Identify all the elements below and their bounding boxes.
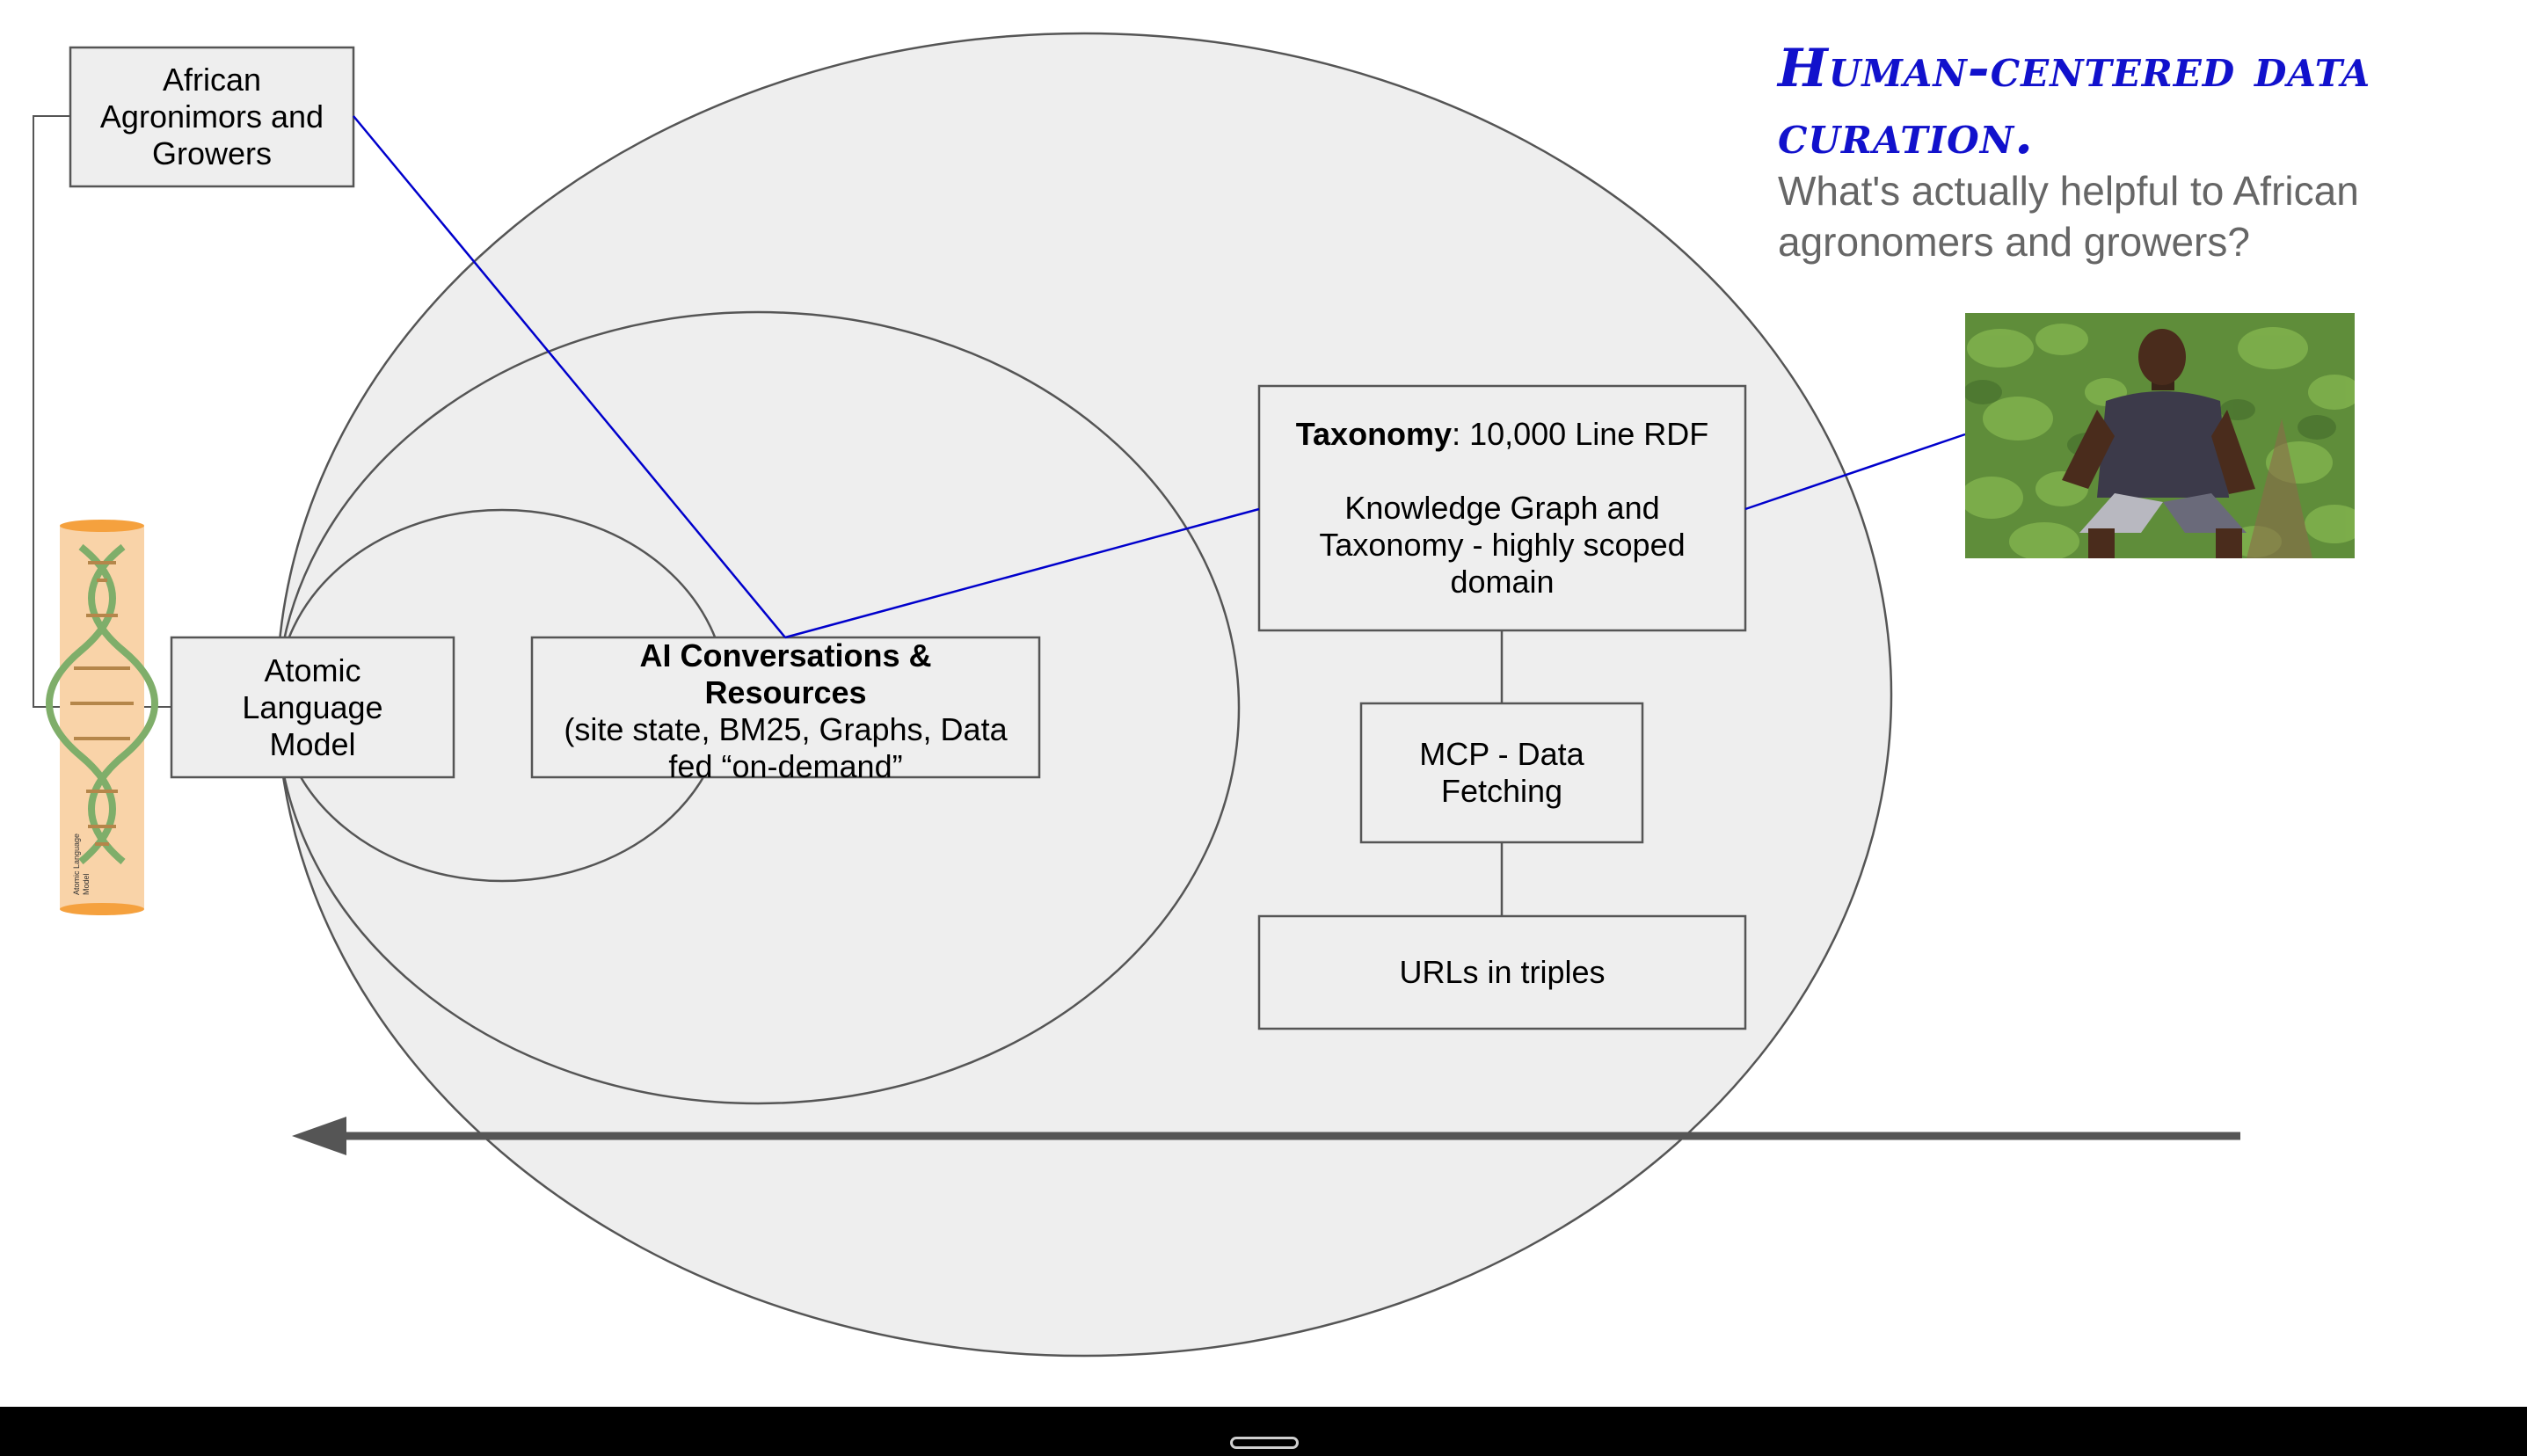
ai-conversations-detail-line: (site state, BM25, Graphs, Data (564, 711, 1008, 747)
atomic-model-line: Atomic (264, 652, 361, 688)
taxonomy-title: Taxonomy: 10,000 Line RDF (1296, 416, 1709, 453)
mcp-box (1359, 702, 1644, 844)
atomic-language-model-label: Atomic Language Model (171, 637, 454, 777)
dna-label-line: Atomic Language (72, 833, 81, 895)
mcp-line: Fetching (1440, 773, 1563, 809)
taxonomy-detail-line: domain (1450, 564, 1555, 600)
mcp-label: MCP - Data Fetching (1361, 703, 1642, 842)
urls-label: URLs in triples (1259, 916, 1745, 1029)
taxonomy-box (1257, 384, 1747, 632)
taxonomy-label: Taxonomy: 10,000 Line RDF Knowledge Grap… (1259, 386, 1745, 630)
african-growers-label: African Agronimors and Growers (70, 47, 353, 186)
taxonomy-title-rest: : 10,000 Line RDF (1452, 416, 1709, 452)
urls-line: URLs in triples (1399, 954, 1606, 990)
taxonomy-detail-line: Knowledge Graph and (1344, 490, 1660, 526)
african-growers-line: Agronimors and (99, 98, 324, 135)
page-subheading: What's actually helpful to African agron… (1778, 168, 2359, 265)
ai-conversations-label: AI Conversations & Resources (site state… (532, 637, 1039, 784)
atomic-model-line: Model (269, 725, 356, 762)
african-growers-box (69, 46, 355, 188)
taxonomy-title-bold: Taxonomy (1295, 416, 1453, 452)
dna-helix-icon (46, 520, 158, 915)
ai-conversations-detail-line: fed “on-demand” (668, 748, 903, 784)
growers-to-ai-connector (353, 115, 786, 638)
ai-to-taxonomy-connector (784, 507, 1260, 639)
atomic-model-line: Language (242, 688, 383, 725)
atomic-language-model-box (170, 636, 455, 779)
left-arrow-icon (292, 1117, 2240, 1155)
taxonomy-to-photo-connector (1744, 433, 1966, 511)
taxonomy-detail-line: Taxonomy - highly scoped (1319, 527, 1686, 563)
farmer-photo (1965, 313, 2355, 558)
dna-label-line: Model (82, 873, 91, 895)
mcp-line: MCP - Data (1419, 736, 1584, 772)
african-growers-line: Growers (151, 135, 273, 171)
ai-conversations-title-line: AI Conversations & (639, 637, 932, 673)
home-indicator[interactable] (1230, 1437, 1299, 1449)
ai-conversations-box (530, 636, 1041, 779)
dna-image-label: Atomic Language Model (72, 790, 91, 895)
african-growers-line: African (162, 62, 262, 98)
ai-conversations-title-line: Resources (704, 674, 867, 710)
page-heading: Human-centered data curation. (1778, 38, 2371, 166)
urls-box (1257, 914, 1747, 1030)
